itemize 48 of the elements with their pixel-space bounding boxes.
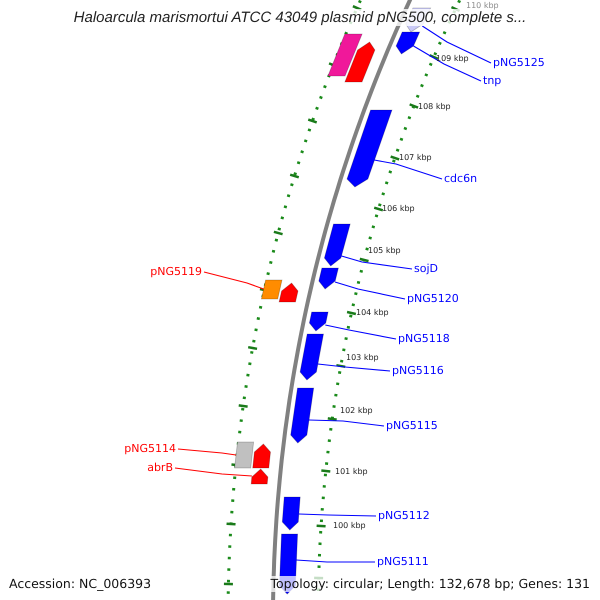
- leader-line: [413, 46, 482, 82]
- leader-line: [325, 324, 396, 340]
- gene-feature: [282, 496, 301, 531]
- gene-label: abrB: [147, 461, 173, 475]
- leader-line: [422, 26, 492, 64]
- gene-feature: [250, 468, 268, 484]
- leader-line: [334, 281, 406, 300]
- leader-line: [298, 513, 376, 517]
- gene-label: pNG5125: [493, 56, 545, 70]
- gene-label: cdc6n: [444, 172, 478, 186]
- scale-label: 100 kbp: [333, 521, 366, 531]
- scale-label: 108 kbp: [418, 102, 451, 112]
- gene-label: pNG5118: [398, 332, 450, 346]
- gene-label: pNG5116: [392, 364, 444, 378]
- scale-label: 106 kbp: [382, 204, 415, 214]
- scale-label: 104 kbp: [356, 308, 389, 318]
- gene-label: pNG5119: [150, 265, 202, 279]
- gene-feature: [308, 312, 329, 332]
- gene-label: pNG5114: [124, 442, 176, 456]
- leader-line: [308, 419, 384, 427]
- gene-label: pNG5111: [377, 555, 429, 569]
- leader-line: [174, 467, 252, 477]
- gene-feature: [290, 388, 314, 444]
- leader-line: [204, 271, 264, 290]
- leader-line: [318, 363, 390, 372]
- scale-label: 103 kbp: [346, 353, 379, 363]
- leader-line: [178, 448, 236, 456]
- scale-label: 102 kbp: [340, 406, 373, 416]
- leader-line: [341, 255, 412, 270]
- gene-label: pNG5112: [378, 509, 430, 523]
- scale-label: 101 kbp: [335, 467, 368, 477]
- gene-feature: [396, 32, 420, 55]
- scale-label: 110 kbp: [466, 1, 499, 11]
- footer-text: Accession: NC_006393: [9, 576, 152, 592]
- gene-feature: [346, 110, 393, 188]
- gene-feature: [318, 268, 339, 290]
- leader-line: [374, 159, 442, 180]
- leader-line: [296, 559, 375, 563]
- scale-label: 105 kbp: [368, 246, 401, 256]
- scale-label: 107 kbp: [399, 153, 432, 163]
- gene-label: tnp: [483, 74, 502, 88]
- gene-block: [234, 442, 254, 468]
- gene-label: sojD: [414, 262, 438, 276]
- footer-text: Topology: circular; Length: 132,678 bp; Genes: 131: [270, 576, 590, 592]
- gene-label: pNG5120: [407, 292, 459, 306]
- gene-label: pNG5115: [386, 419, 438, 433]
- scale-label: 109 kbp: [436, 54, 469, 64]
- gene-block: [260, 280, 282, 300]
